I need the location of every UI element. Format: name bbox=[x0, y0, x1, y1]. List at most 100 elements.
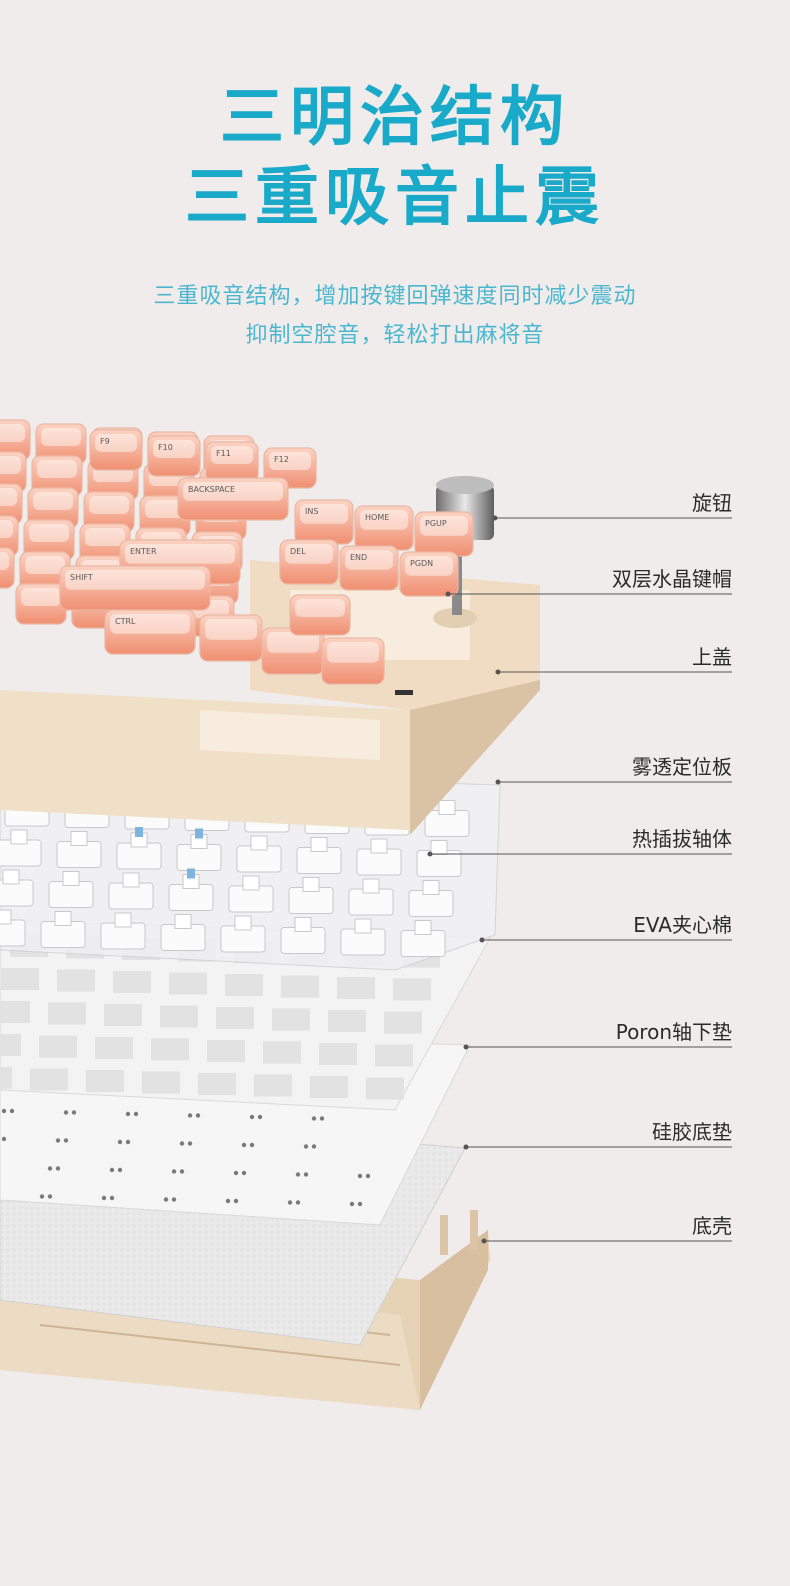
pcb-contact bbox=[287, 1200, 293, 1205]
pcb-contact bbox=[133, 1111, 139, 1117]
subtitle-line2: 抑制空腔音，轻松打出麻将音 bbox=[245, 323, 545, 348]
keycap: END bbox=[339, 545, 399, 591]
pcb-contact bbox=[179, 1169, 185, 1174]
eva-cutout bbox=[48, 1002, 86, 1025]
keycap bbox=[27, 487, 79, 529]
keycap-legend: CTRL bbox=[115, 617, 136, 626]
keycap bbox=[23, 519, 75, 561]
pcb-contact bbox=[117, 1139, 123, 1145]
pcb-contact bbox=[257, 1114, 263, 1120]
eva-cutout bbox=[263, 1041, 301, 1064]
pcb-contact bbox=[39, 1194, 45, 1199]
switch bbox=[160, 914, 206, 951]
pcb-contact bbox=[187, 1141, 193, 1146]
layer-label-keycaps: 双层水晶键帽 bbox=[612, 567, 732, 591]
crystal-keycaps: F9F10F11F12BACKSPACEENTERSHIFTCTRLINSHOM… bbox=[0, 419, 474, 685]
keycap: SHIFT bbox=[59, 565, 211, 611]
pcb-contact bbox=[233, 1170, 239, 1176]
pcb-contact bbox=[171, 1197, 177, 1202]
switch bbox=[340, 918, 386, 956]
switch bbox=[348, 878, 394, 916]
switch bbox=[0, 909, 26, 947]
pcb-contact bbox=[249, 1114, 255, 1120]
eva-cutout bbox=[113, 971, 151, 993]
switch bbox=[400, 920, 446, 957]
pcb-contact bbox=[109, 1195, 115, 1201]
pcb-contact bbox=[125, 1139, 131, 1145]
keycap: HOME bbox=[354, 505, 414, 551]
pcb-contact bbox=[311, 1144, 317, 1149]
eva-cutout bbox=[384, 1011, 422, 1034]
eva-cutout bbox=[0, 1001, 30, 1023]
eva-cutout bbox=[57, 969, 95, 992]
keycap: F11 bbox=[205, 441, 259, 483]
pcb-contact bbox=[357, 1201, 363, 1207]
eva-cutout bbox=[95, 1037, 133, 1059]
keycap-legend: END bbox=[350, 553, 367, 562]
switch bbox=[228, 875, 274, 913]
keycap: CTRL bbox=[104, 609, 196, 655]
switch bbox=[168, 868, 214, 911]
switch bbox=[0, 829, 42, 867]
keycap bbox=[0, 547, 15, 589]
keycap-legend: PGDN bbox=[410, 559, 433, 568]
switch bbox=[424, 800, 470, 837]
eva-cutout bbox=[225, 974, 263, 996]
pcb-contact bbox=[117, 1167, 123, 1173]
switch bbox=[416, 840, 462, 877]
keycap bbox=[0, 515, 19, 557]
layer-label-knob: 旋钮 bbox=[692, 491, 732, 515]
keycap-legend: DEL bbox=[290, 547, 306, 556]
eva-cutout bbox=[30, 1068, 68, 1091]
eva-cutout bbox=[169, 972, 207, 995]
pcb-contact bbox=[303, 1144, 309, 1149]
keycap bbox=[289, 594, 351, 636]
pcb-contact bbox=[179, 1141, 185, 1146]
pcb-contact bbox=[171, 1169, 177, 1174]
pcb-contact bbox=[319, 1116, 325, 1121]
eva-cutout bbox=[375, 1044, 413, 1067]
keycap-legend: F9 bbox=[100, 437, 110, 446]
keycap bbox=[79, 523, 131, 565]
subtitle-line1: 三重吸音结构，增加按键回弹速度同时减少震动 bbox=[153, 284, 637, 309]
eva-cutout bbox=[151, 1038, 189, 1061]
switch bbox=[176, 828, 222, 871]
eva-cutout bbox=[160, 1005, 198, 1028]
layer-label-eva-foam: EVA夹心棉 bbox=[633, 913, 732, 937]
pcb-contact bbox=[241, 1142, 247, 1148]
pcb-contact bbox=[101, 1195, 107, 1201]
switch bbox=[108, 872, 154, 910]
pcb-contact bbox=[311, 1116, 317, 1121]
switch bbox=[288, 877, 334, 914]
leader-lines bbox=[427, 515, 732, 1244]
pcb-contact bbox=[365, 1173, 371, 1179]
keycap-legend: F11 bbox=[216, 449, 231, 458]
pcb-contact bbox=[55, 1138, 61, 1143]
keycap-legend: F12 bbox=[274, 455, 289, 464]
pcb-contact bbox=[303, 1172, 309, 1177]
switch bbox=[356, 838, 402, 876]
layer-label-silicone-pad: 硅胶底垫 bbox=[652, 1120, 732, 1144]
keycap-legend: INS bbox=[305, 507, 318, 516]
keycap-legend: ENTER bbox=[130, 547, 157, 556]
switch bbox=[280, 917, 326, 954]
pcb-contact bbox=[357, 1173, 363, 1179]
pcb-contact bbox=[349, 1201, 355, 1207]
keycap-legend: F10 bbox=[158, 443, 173, 452]
keycap-legend: SHIFT bbox=[70, 573, 93, 582]
pcb-contact bbox=[163, 1197, 169, 1202]
eva-cutout bbox=[39, 1035, 77, 1058]
layer-label-poron-pad: Poron轴下垫 bbox=[615, 1020, 732, 1044]
switch bbox=[56, 831, 102, 868]
pcb-contact bbox=[295, 1200, 301, 1205]
layer-label-top-cover: 上盖 bbox=[692, 645, 732, 669]
switch bbox=[0, 869, 34, 907]
keycap bbox=[321, 637, 385, 685]
keycap-legend: PGUP bbox=[425, 519, 447, 528]
keycap bbox=[19, 551, 71, 593]
keycap: INS bbox=[294, 499, 354, 545]
layer-label-plate: 雾透定位板 bbox=[632, 755, 732, 779]
eva-cutout bbox=[337, 977, 375, 999]
layer-label-switches: 热插拔轴体 bbox=[632, 827, 732, 851]
eva-cutout bbox=[281, 975, 319, 998]
